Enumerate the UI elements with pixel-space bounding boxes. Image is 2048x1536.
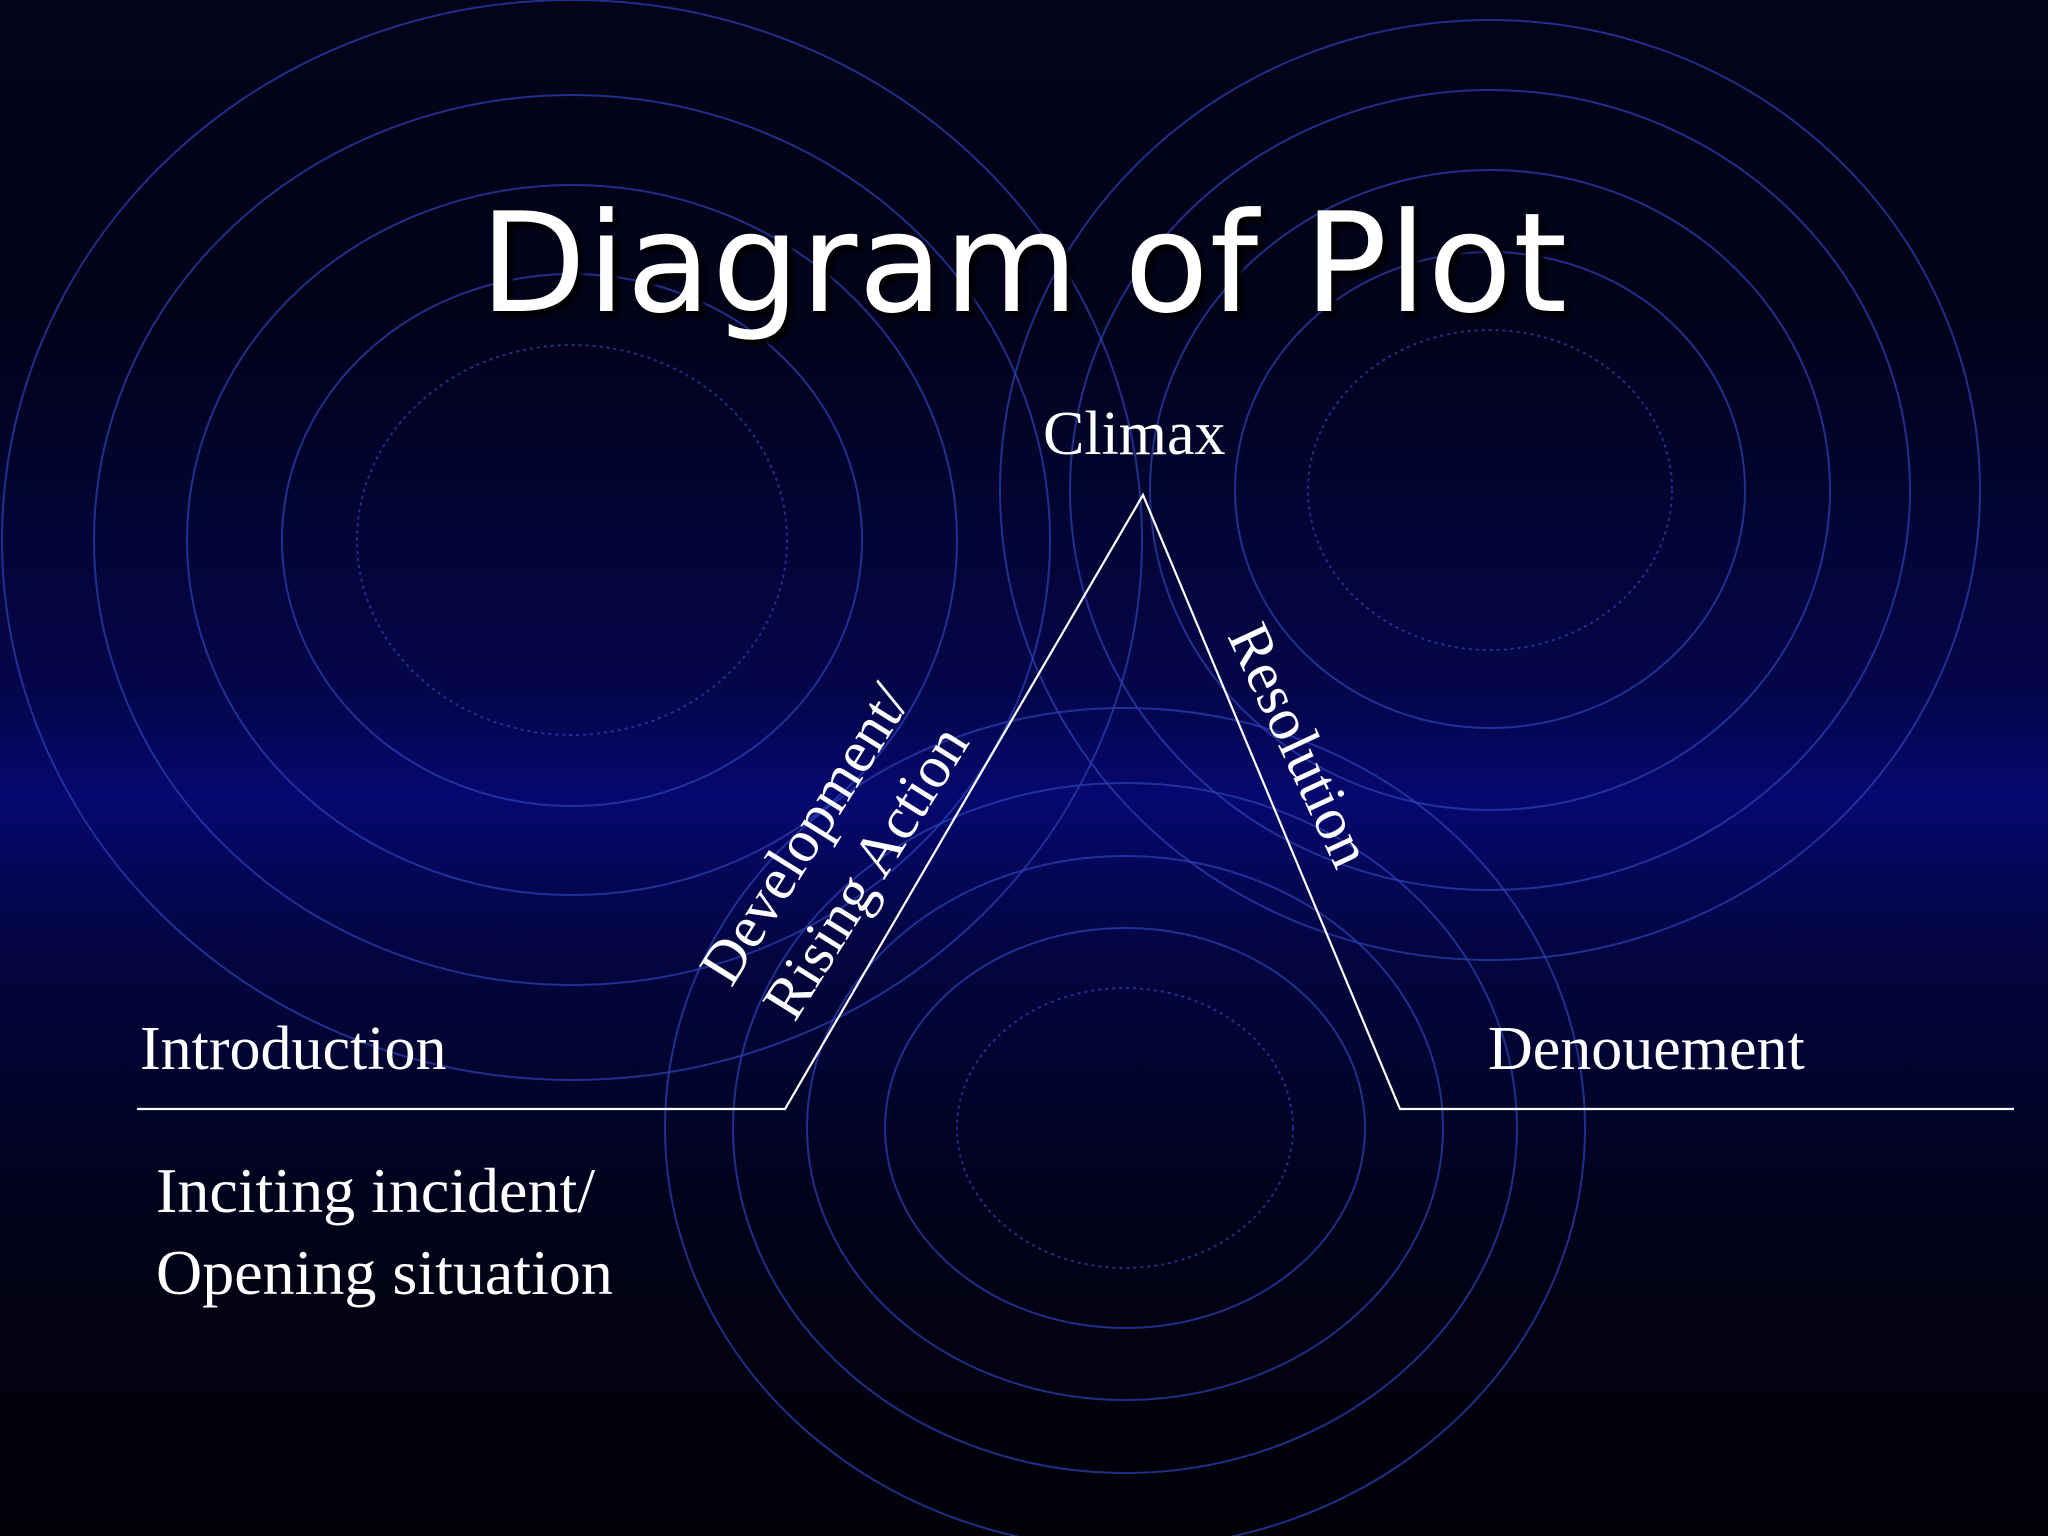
inciting-line1: Inciting incident/: [156, 1155, 595, 1226]
ring-right-4: [1234, 251, 1746, 729]
ring-bottom-1: [664, 707, 1586, 1536]
climax-label: Climax: [1043, 400, 1226, 468]
introduction-label: Introduction: [140, 1015, 447, 1083]
ring-bottom-3: [806, 855, 1444, 1401]
ring-right-5: [1307, 329, 1673, 651]
ring-bottom-4: [884, 927, 1366, 1329]
ring-right-1: [999, 19, 1981, 961]
ring-left-4: [281, 273, 863, 807]
inciting-incident-label: Inciting incident/ Opening situation: [156, 1150, 613, 1314]
plot-arc: [137, 492, 2014, 1111]
inciting-line2: Opening situation: [156, 1237, 613, 1308]
ring-left-2: [93, 94, 1051, 986]
ring-right-2: [1069, 89, 1911, 891]
denouement-label: Denouement: [1488, 1015, 1805, 1083]
ring-right-3: [1149, 169, 1831, 811]
ring-left-3: [186, 184, 958, 896]
ring-bottom-2: [732, 782, 1518, 1474]
page-title: Diagram of Plot: [479, 183, 1569, 344]
ring-left-5: [356, 344, 788, 736]
ring-bottom-5: [956, 987, 1294, 1269]
ring-left-1: [1, 0, 1143, 1081]
